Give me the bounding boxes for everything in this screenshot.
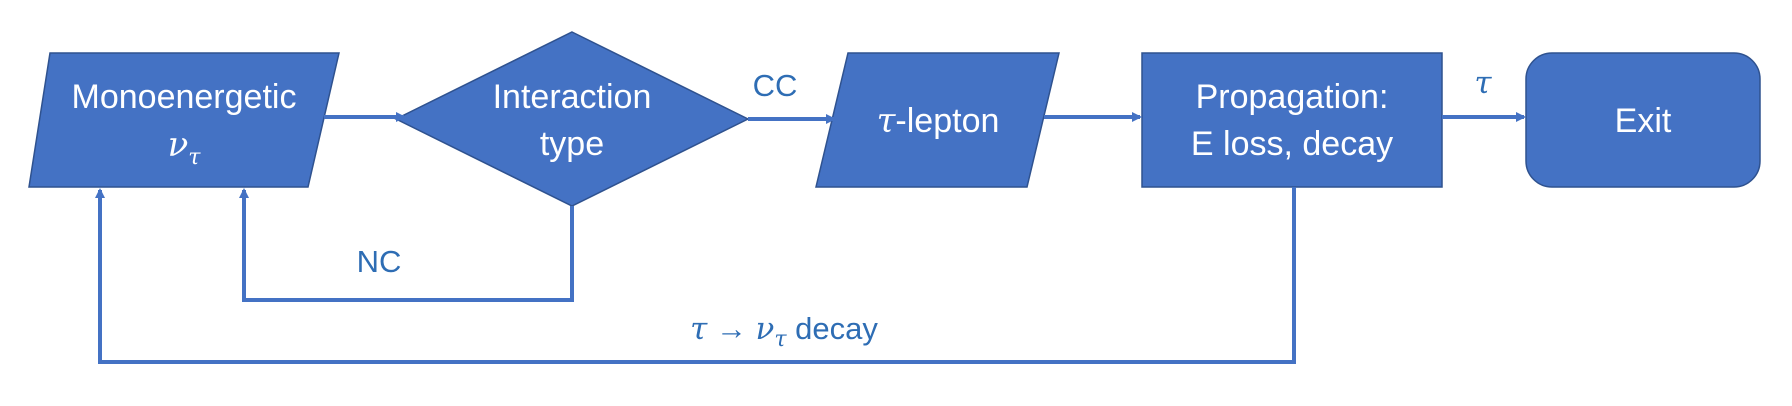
source-node-symbol: ντ: [168, 125, 202, 170]
propagation-label-line1: Propagation:: [1196, 78, 1389, 116]
regeneration-feedback-arrow: [95, 187, 1296, 364]
interaction-label-line2: type: [540, 125, 604, 163]
exit-node-label: Exit: [1615, 102, 1672, 140]
interaction-label-line1: Interaction: [493, 78, 652, 116]
propagation-label-line2: E loss, decay: [1191, 125, 1393, 163]
exit-node-shape: [1525, 52, 1761, 188]
lepton-node-label: τ-lepton: [877, 101, 1000, 141]
source-node-label: Monoenergetic: [72, 78, 297, 116]
cc-label: CC: [753, 68, 798, 103]
nc-label: NC: [357, 244, 402, 279]
lepton-node-shape: [815, 52, 1060, 188]
source-node-shape: [28, 52, 340, 188]
interaction-decision-shape: [394, 31, 750, 207]
nc-feedback-arrow: [239, 188, 574, 302]
tau-exit-label: τ: [1474, 65, 1492, 101]
propagation-node-shape: [1141, 52, 1443, 188]
regeneration-label: τ → ντ decay: [690, 311, 878, 352]
